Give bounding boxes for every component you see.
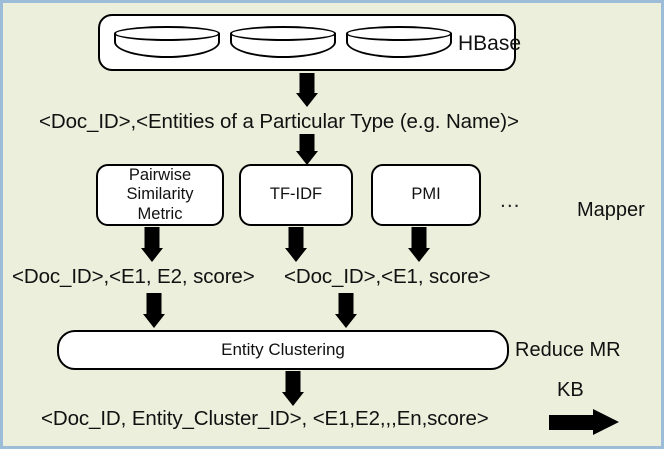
database-cylinder-icon	[346, 26, 452, 62]
process-box-pairwise-similarity-metric[interactable]: Pairwise Similarity Metric	[96, 164, 224, 226]
process-box-entity-clustering[interactable]: Entity Clustering	[57, 330, 509, 370]
cylinder-top	[346, 26, 452, 41]
knowledge-base-label: KB	[557, 379, 584, 401]
database-cylinder-icon	[114, 26, 220, 62]
flow-label-single-output: <Doc_ID>,<E1, score>	[284, 265, 491, 288]
reduce-stage-label: Reduce MR	[515, 339, 621, 361]
process-box-pmi[interactable]: PMI	[371, 164, 481, 226]
arrow-right-icon	[549, 409, 621, 435]
process-box-label: Entity Clustering	[221, 340, 345, 359]
hbase-storage-group: HBase	[98, 14, 521, 71]
flow-label-from-storage: <Doc_ID>,<Entities of a Particular Type …	[39, 110, 519, 133]
cylinder-top	[230, 26, 336, 41]
flow-label-pairwise-output: <Doc_ID>,<E1, E2, score>	[12, 265, 255, 288]
process-box-tf-idf[interactable]: TF-IDF	[239, 164, 353, 226]
process-box-label: PMI	[411, 185, 441, 204]
flow-label-final-output: <Doc_ID, Entity_Cluster_ID>, <E1,E2,,,En…	[41, 407, 489, 430]
database-cylinder-icon	[230, 26, 336, 62]
hbase-label: HBase	[458, 32, 522, 55]
process-box-label: TF-IDF	[269, 185, 323, 204]
more-processes-ellipsis: ...	[500, 189, 521, 212]
cylinder-top	[114, 26, 220, 41]
process-box-label: Pairwise Similarity Metric	[126, 166, 194, 223]
mapper-stage-label: Mapper	[577, 199, 645, 221]
